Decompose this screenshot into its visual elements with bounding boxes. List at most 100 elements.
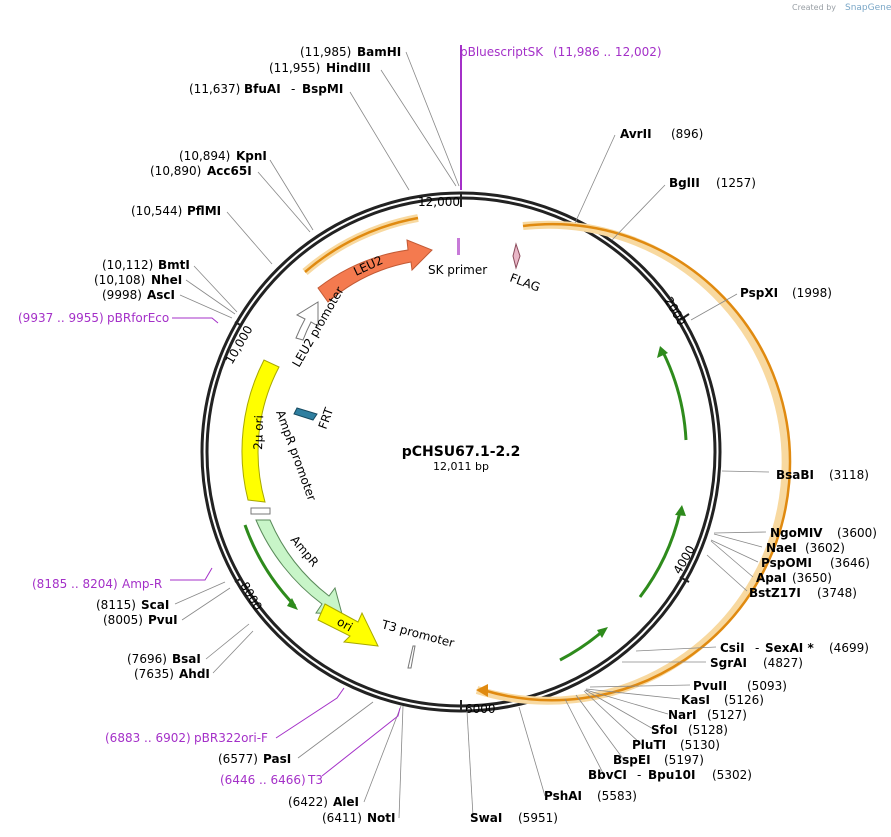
enzyme-name-bsabi: BsaBI <box>776 468 814 482</box>
t3-promoter-mark <box>407 645 416 669</box>
enzyme-pos-acc65i: (10,890) <box>150 164 201 178</box>
enzyme-name-sfoi: SfoI <box>651 723 678 737</box>
enzyme-name-bglii: BglII <box>669 176 700 190</box>
enzyme-name-ngomiv: NgoMIV <box>770 526 823 540</box>
primer-name-t3: T3 <box>307 773 323 787</box>
enzyme-pos-pvuii: (5093) <box>747 679 787 693</box>
enzyme-pos-bbvci: (5302) <box>712 768 752 782</box>
leader-kpni <box>269 159 314 231</box>
leader-ngomiv <box>713 531 767 534</box>
enzyme-name-bmti: BmtI <box>158 258 190 272</box>
enzyme-pos-ngomiv: (3600) <box>837 526 877 540</box>
leader-pshai <box>518 706 546 797</box>
enzyme-name-bstz17i: BstZ17I <box>749 586 801 600</box>
tick-label-2000: 2000 <box>661 295 688 328</box>
green-arrowhead-4 <box>287 598 298 610</box>
tick-10000 <box>234 321 243 327</box>
primer-leaders <box>170 45 462 777</box>
sk-primer-mark <box>457 238 460 255</box>
enzyme-name-alei: AleI <box>333 795 359 809</box>
enzyme-name-nhei: NheI <box>151 273 182 287</box>
enzyme-pos-scai: (8115) <box>96 598 136 612</box>
leader-pbrforeco <box>172 317 219 324</box>
enzyme-pos-bfuai: (11,637) <box>189 82 240 96</box>
enzyme-name-pluti: PluTI <box>632 738 666 752</box>
flag-label: FLAG <box>508 271 542 295</box>
enzyme-name-apai: ApaI <box>756 571 786 585</box>
green-arrowhead-1 <box>657 346 668 358</box>
leader-bfuai <box>349 91 410 191</box>
green-orf-arrows <box>243 351 688 662</box>
enzyme-pos-bstz17i: (3748) <box>817 586 857 600</box>
leader-apai <box>710 540 754 578</box>
enzyme-name-noti: NotI <box>367 811 396 825</box>
leader-kasi <box>585 688 681 700</box>
leader-amp-r <box>170 567 213 581</box>
enzyme-name2-csii: SexAI * <box>765 641 814 655</box>
green-arrow-3 <box>559 628 605 662</box>
enzyme-labels-left: (11,985) BamHI (11,955) HindIII (11,637)… <box>94 45 401 825</box>
enzyme-pos-kasi: (5126) <box>724 693 764 707</box>
primer-name-pbrforeco: pBRforEco <box>107 311 169 325</box>
enzyme-name-bfuai: BfuAI <box>244 82 281 96</box>
leader-asci <box>179 294 233 319</box>
enzyme-name-bsai: BsaI <box>172 652 201 666</box>
green-arrow-1 <box>661 351 688 441</box>
leader-pbr322ori-f <box>275 687 345 739</box>
tick-label-6000: 6000 <box>465 702 496 716</box>
leader-pvuii <box>589 684 691 688</box>
enzyme-pos-pvui: (8005) <box>103 613 143 627</box>
enzyme-pos-noti: (6411) <box>322 811 362 825</box>
frt-label: FRT <box>316 405 337 431</box>
enzyme-name-pvui: PvuI <box>148 613 178 627</box>
enzyme-pos-sfoi: (5128) <box>688 723 728 737</box>
enzyme-pos-avrii: (896) <box>671 127 703 141</box>
scale-ticks <box>234 193 690 711</box>
enzyme-name-asci: AscI <box>147 288 175 302</box>
enzyme-name-bamhi: BamHI <box>357 45 401 59</box>
leader-pspxi <box>690 293 738 321</box>
leader-bmti <box>193 265 238 313</box>
tick-label-8000: 8000 <box>237 580 264 613</box>
enzyme-name-pvuii: PvuII <box>693 679 727 693</box>
primer-range-pbr322ori-f: (6883 .. 6902) <box>105 731 191 745</box>
leader-noti <box>398 705 404 819</box>
tick-label-4000: 4000 <box>670 543 697 576</box>
enzyme-pos-pspomi: (3646) <box>830 556 870 570</box>
green-arrow-4 <box>243 524 297 608</box>
enzyme-separator-bfuai: - <box>291 82 295 96</box>
enzyme-name-scai: ScaI <box>141 598 169 612</box>
enzyme-separator-csii: - <box>755 641 759 655</box>
enzyme-name-swai: SwaI <box>470 811 502 825</box>
leader-scai <box>174 581 226 605</box>
map-size: 12,011 bp <box>433 460 489 473</box>
leader-bstz17i <box>706 554 748 592</box>
leader-nhei <box>185 279 236 315</box>
leader-t3 <box>321 707 401 777</box>
primer-name-pbr322ori-f: pBR322ori-F <box>194 731 268 745</box>
leader-acc65i <box>257 171 311 233</box>
primer-labels: pBluescriptSK (11,986 .. 12,002) (9937 .… <box>18 45 662 787</box>
leader-naei <box>713 533 763 548</box>
leader-alei <box>363 705 402 803</box>
leader-pasi <box>297 701 374 759</box>
orf-arrowhead <box>476 684 488 697</box>
tick-4000 <box>679 576 690 583</box>
leader-csii <box>635 646 717 652</box>
enzyme-pos-bmti: (10,112) <box>102 258 153 272</box>
ampr-promoter-label: AmpR promoter <box>273 408 319 502</box>
credit-text: Created by <box>792 3 836 12</box>
enzyme-pos-pasi: (6577) <box>218 752 258 766</box>
enzyme-pos-nhei: (10,108) <box>94 273 145 287</box>
enzyme-name-kpni: KpnI <box>236 149 267 163</box>
leu2-promoter-arrow <box>295 301 319 341</box>
tick-label-12000: 12,000 <box>418 195 460 209</box>
enzyme-name2-bfuai: BspMI <box>302 82 343 96</box>
two-micron-ori-label: 2μ ori <box>251 415 266 450</box>
enzyme-pos-alei: (6422) <box>288 795 328 809</box>
sk-primer-label: SK primer <box>428 263 487 277</box>
leader-bglii <box>611 184 666 241</box>
enzyme-pos-bamhi: (11,985) <box>300 45 351 59</box>
enzyme-name-csii: CsiI <box>720 641 745 655</box>
